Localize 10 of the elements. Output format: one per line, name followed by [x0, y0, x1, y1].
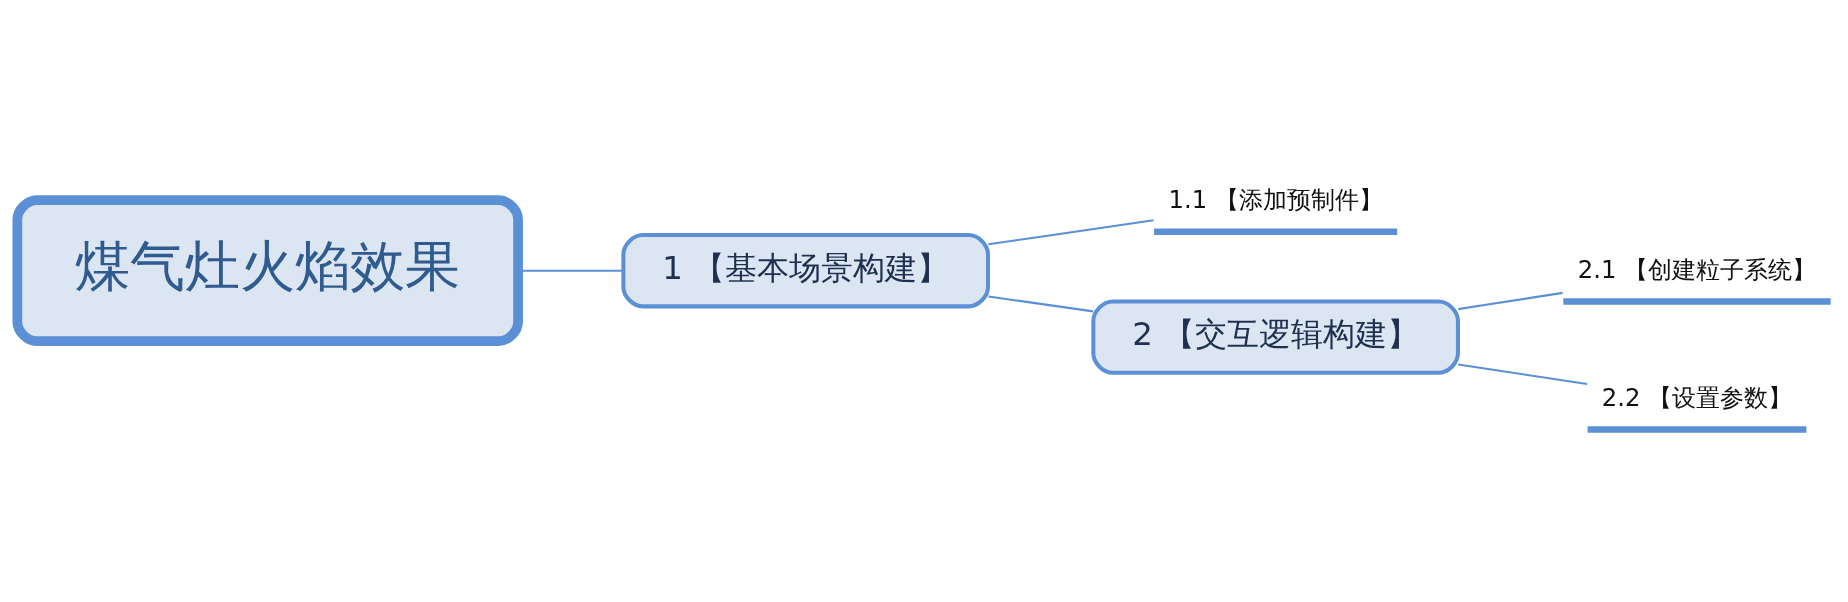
node-text: 2.2 【设置参数】 [1601, 382, 1793, 412]
node-box: 煤气灶火焰效果 [12, 194, 523, 346]
node-text: 1.1 【添加预制件】 [1168, 184, 1383, 214]
connector [1458, 362, 1588, 385]
node-box: 2 【交互逻辑构建】 [1091, 298, 1460, 375]
connector [988, 218, 1154, 245]
node-box: 1 【基本场景构建】 [621, 232, 991, 308]
connector [988, 294, 1094, 312]
connector [1458, 291, 1563, 310]
node-text: 2.1 【创建粒子系统】 [1577, 254, 1817, 284]
